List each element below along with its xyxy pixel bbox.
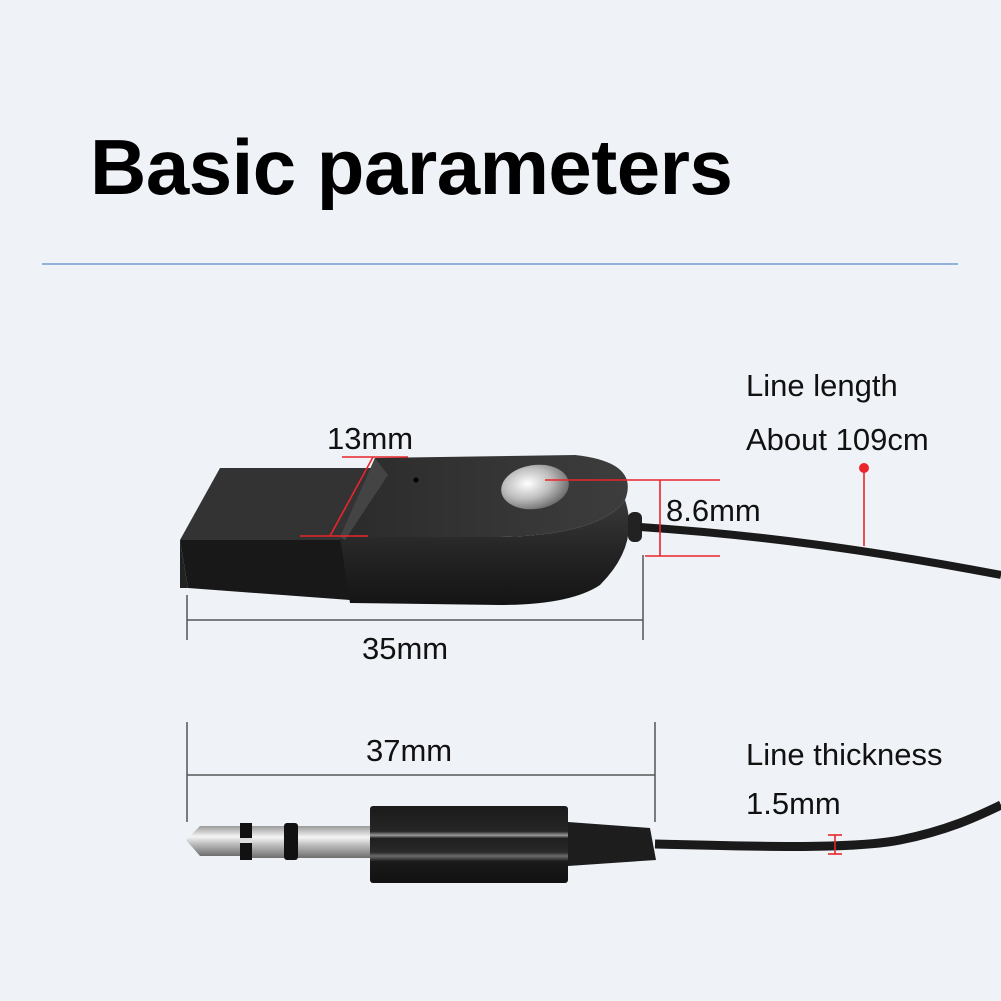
page-title: Basic parameters — [90, 123, 733, 211]
title-divider — [42, 263, 958, 265]
dimension-red-lines — [300, 456, 865, 855]
line-thickness-value: 1.5mm — [746, 786, 841, 821]
dimension-37mm-lines — [186, 722, 656, 822]
cable-icon — [639, 523, 1001, 579]
usb-adapter-icon — [180, 455, 642, 605]
jack-length-label: 37mm — [366, 733, 453, 768]
line-length-value: About 109cm — [746, 422, 929, 457]
line-length-title: Line length — [746, 368, 898, 403]
jack-cable-icon — [654, 800, 1001, 851]
line-thickness-title: Line thickness — [746, 737, 943, 772]
line-length-marker-icon — [859, 463, 869, 473]
usb-height-label: 8.6mm — [666, 493, 761, 528]
dimension-35mm-lines — [186, 555, 644, 640]
usb-length-label: 35mm — [362, 631, 449, 666]
usb-width-label: 13mm — [327, 421, 414, 456]
audio-jack-icon — [186, 806, 656, 883]
